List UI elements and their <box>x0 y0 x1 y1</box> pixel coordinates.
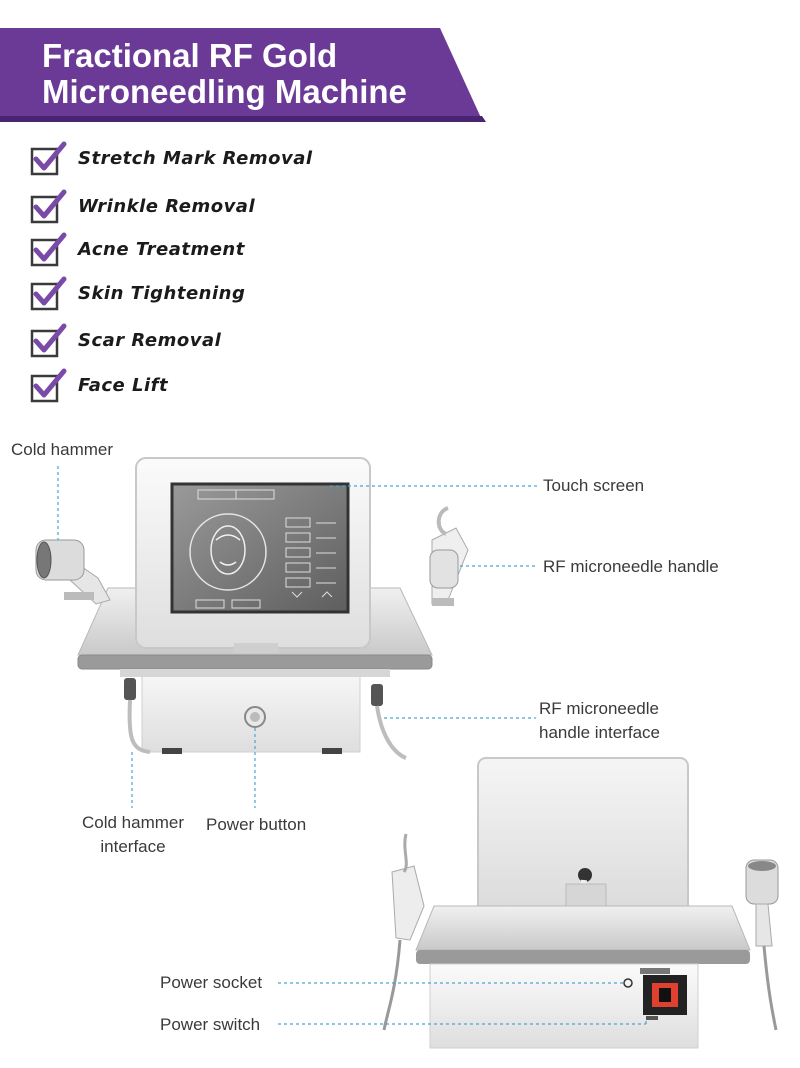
title-line-1: Fractional RF Gold <box>42 37 338 74</box>
front-machine <box>35 457 469 760</box>
cold-hammer-port <box>124 678 136 700</box>
feature-item: Stretch Mark Removal <box>30 141 350 176</box>
screen-start-button <box>195 599 225 609</box>
check-icon <box>30 232 67 267</box>
cold-hammer-handle <box>35 539 111 605</box>
feature-item: Wrinkle Removal <box>30 189 350 224</box>
callout-rf-handle-interface: RF microneedle handle interface <box>539 697 660 745</box>
back-machine <box>382 757 779 1049</box>
callout-cold-hammer: Cold hammer <box>11 440 114 459</box>
feature-label: Stretch Mark Removal <box>78 147 313 169</box>
callout-power-switch: Power switch <box>160 1015 261 1034</box>
title-banner <box>0 28 482 120</box>
check-icon <box>30 189 67 224</box>
feature-label: Wrinkle Removal <box>78 195 256 217</box>
title-line-2: Microneedling Machine <box>42 73 407 110</box>
back-tray <box>415 905 751 951</box>
feature-item: Face Lift <box>30 368 350 403</box>
power-switch-icon <box>623 978 633 988</box>
screen-pause-button <box>231 599 261 609</box>
feature-label: Face Lift <box>78 374 169 396</box>
leader-lines <box>57 466 647 1025</box>
face-diagram-icon <box>189 513 267 591</box>
screen-parameter-rows <box>285 517 336 598</box>
callout-cold-hammer-interface: Cold hammer interface <box>72 811 194 859</box>
callout-power-button: Power button <box>206 815 307 834</box>
title-banner-shadow <box>0 116 486 122</box>
callout-cold-interface-line2: interface <box>100 837 166 856</box>
rf-microneedle-handle <box>429 506 469 606</box>
back-cold-hammer <box>745 859 779 1031</box>
check-icon <box>30 323 67 358</box>
feature-label: Scar Removal <box>78 329 222 351</box>
feature-item: Scar Removal <box>30 323 350 358</box>
callout-touch-screen: Touch screen <box>543 476 645 495</box>
rf-handle-port <box>371 684 383 706</box>
callout-rf-interface-line2: handle interface <box>539 723 660 742</box>
check-icon <box>30 141 67 176</box>
back-rf-handle <box>382 833 425 1031</box>
callout-rf-interface-line1: RF microneedle <box>539 699 659 718</box>
feature-label: Acne Treatment <box>78 238 245 260</box>
feature-item: Skin Tightening <box>30 276 350 311</box>
feature-label: Skin Tightening <box>78 282 246 304</box>
callout-power-socket: Power socket <box>160 973 263 992</box>
page-title: Fractional RF Gold Microneedling Machine <box>42 38 407 110</box>
check-icon <box>30 276 67 311</box>
feature-item: Acne Treatment <box>30 232 350 267</box>
callout-rf-handle: RF microneedle handle <box>543 557 719 576</box>
callout-cold-interface-line1: Cold hammer <box>81 813 185 832</box>
check-icon <box>30 368 67 403</box>
touch-screen-display <box>170 482 350 614</box>
